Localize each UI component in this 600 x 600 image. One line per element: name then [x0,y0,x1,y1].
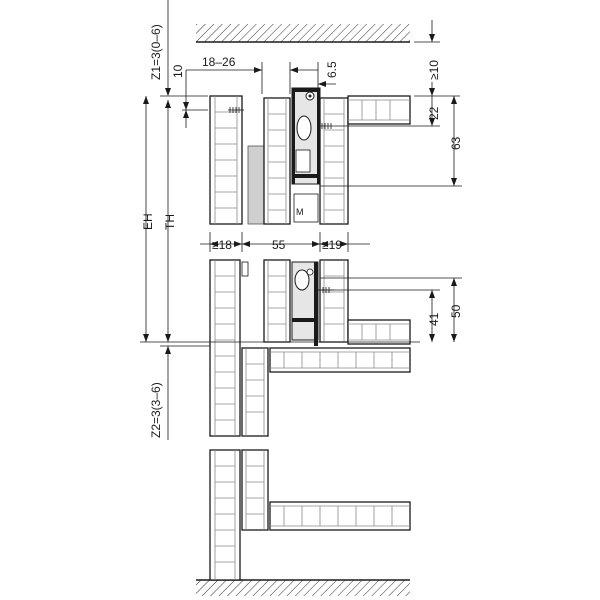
front-door-panel-top [319,97,349,225]
top-shelf [347,95,411,125]
bottom-guide-profile [291,261,334,346]
sixty-three-label: 63 [449,136,463,150]
fifty-label: 50 [449,304,463,318]
screw-icon [228,107,244,113]
ge18-label: ≥18 [212,238,232,252]
floor-shelf [269,501,411,531]
top-track-profile: M [228,87,336,223]
eh-label: EH [141,213,155,230]
m-mark: M [296,207,304,217]
twenty-two-label: 22 [427,106,441,120]
th-label: TH [163,214,177,230]
bottom-door-group [209,259,411,437]
ten-left-label: 10 [171,64,185,78]
ge10-label: ≥10 [427,60,441,80]
floor-panel-group [209,449,411,581]
left-side-panel-bottom [209,259,241,437]
forty-one-label: 41 [427,312,441,326]
left-side-panel-floor [209,449,241,581]
dimension-arrows [143,34,457,354]
z1-label: Z1=3(0–6) [149,24,163,80]
range-top-label: 18–26 [202,55,236,69]
top-panel-group: M [209,87,411,225]
fifty-five-label: 55 [272,238,286,252]
dimension-labels: Z1=3(0–6) 10 EH TH Z2=3(3–6) 18–26 6.5 ≥… [141,24,463,438]
floor [196,579,410,596]
six-five-label: 6.5 [325,61,339,78]
z2-label: Z2=3(3–6) [149,382,163,438]
ge19-label: ≥19 [322,238,342,252]
screw-icon [318,123,336,129]
ceiling [196,24,410,43]
